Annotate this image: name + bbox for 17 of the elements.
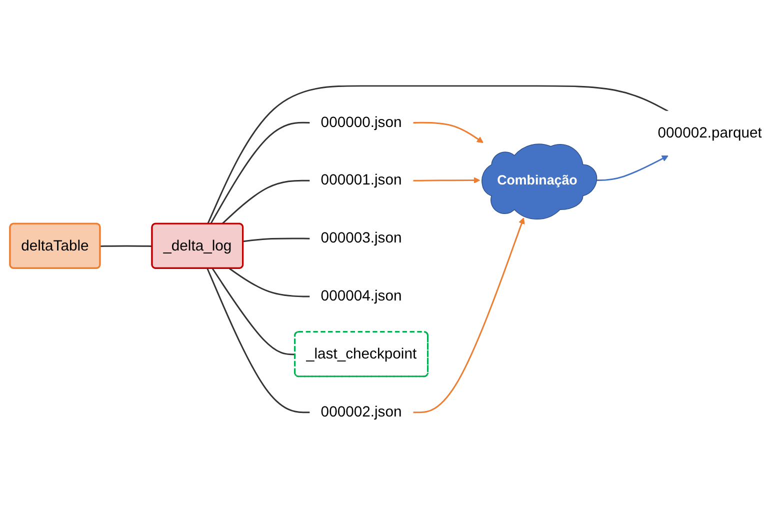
connector [206,268,310,414]
connector [207,86,668,225]
connector [100,246,152,248]
node-text: 000001.json [320,172,402,189]
arrow [413,177,480,184]
node-text: 000003.json [320,230,402,247]
connector [210,122,310,225]
node-text: 000002.parquet [658,125,762,142]
connector [222,180,310,225]
node-text: 000000.json [320,114,402,131]
connector [212,268,296,356]
arrow [413,218,525,414]
arrow [413,122,484,144]
connector [243,238,310,242]
node-text: 000002.json [320,404,402,421]
node-text: 000004.json [320,288,402,305]
connector [229,268,310,298]
